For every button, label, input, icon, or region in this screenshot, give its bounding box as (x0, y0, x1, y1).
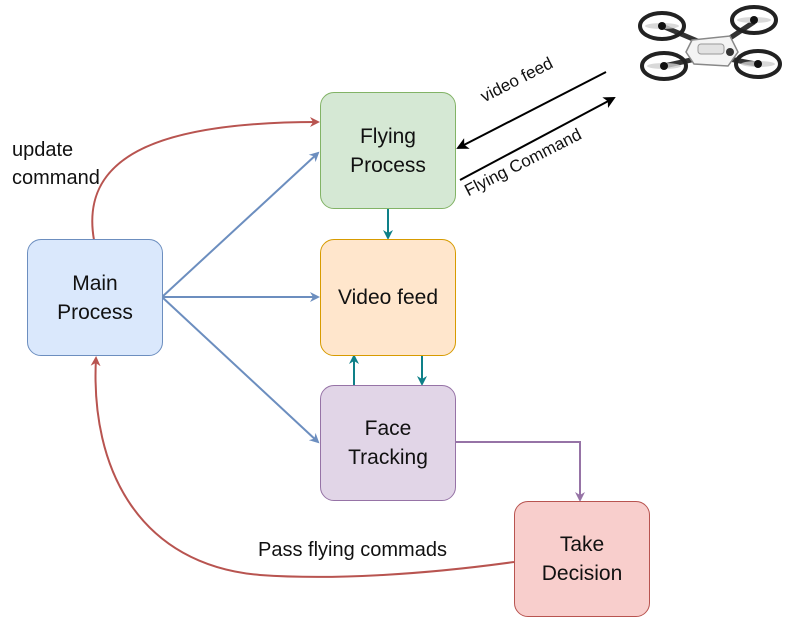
edge-main-to-face (161, 296, 320, 444)
node-take-decision-label: Take Decision (541, 533, 623, 585)
node-face-tracking: Face Tracking (320, 385, 456, 501)
edge-flying-command-to-drone (459, 97, 616, 181)
node-take-decision: Take Decision (514, 501, 650, 617)
node-video-feed-label: Video feed (337, 286, 439, 309)
node-flying-process-label: Flying Process (350, 124, 426, 177)
node-flying-process: Flying Process (320, 92, 456, 209)
node-face-tracking-label: Face Tracking (348, 417, 428, 469)
edge-update-command (91, 117, 320, 241)
label-pass-flying-commands: Pass flying commads (258, 536, 447, 564)
label-update-command: update command (12, 108, 132, 192)
edge-main-to-flying (161, 151, 320, 298)
node-main-process: Main Process (27, 239, 163, 356)
node-main-process-label: Main Process (57, 271, 133, 324)
label-pass-flying-commands-text: Pass flying commads (258, 539, 447, 561)
drone-icon (638, 5, 782, 81)
node-video-feed: Video feed (320, 239, 456, 356)
edge-face-to-decision (456, 441, 585, 502)
edge-video-feed-from-drone (456, 71, 607, 149)
edge-pass-flying-commands (90, 356, 515, 578)
label-update-command-text: update command (12, 139, 100, 189)
